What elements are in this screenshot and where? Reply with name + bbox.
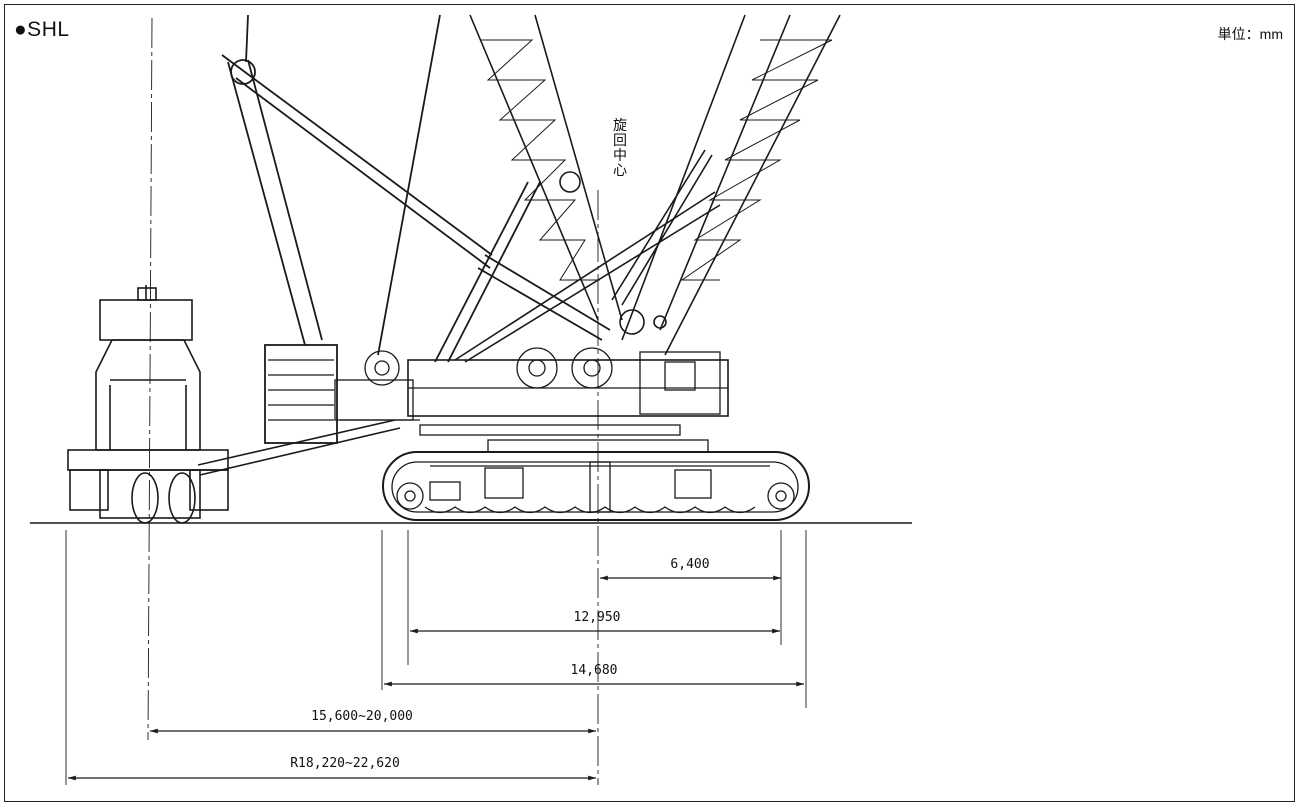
crawler-track (382, 451, 810, 521)
turntable (487, 439, 709, 453)
dim-15600-label: 15,600~20,000 (311, 709, 413, 724)
counterweight-cart (67, 285, 401, 524)
diagram-title: ●SHL (14, 18, 70, 41)
jib-boom (611, 14, 841, 356)
swing-center-label: 旋回中心 (613, 117, 627, 178)
dim-r18220-label: R18,220~22,620 (290, 756, 400, 771)
main-boom (469, 14, 623, 321)
extension-lines (65, 530, 807, 785)
counterweight (264, 344, 338, 444)
upper-structure (334, 347, 729, 436)
dim-6400-label: 6,400 (670, 557, 710, 572)
unit-label: 単位：mm (1217, 26, 1283, 42)
drawing-frame (4, 4, 1295, 802)
hook-center-line (147, 17, 153, 741)
dim-14680-label: 14,680 (570, 663, 618, 678)
dim-12950-label: 12,950 (573, 610, 621, 625)
mast (221, 14, 611, 363)
